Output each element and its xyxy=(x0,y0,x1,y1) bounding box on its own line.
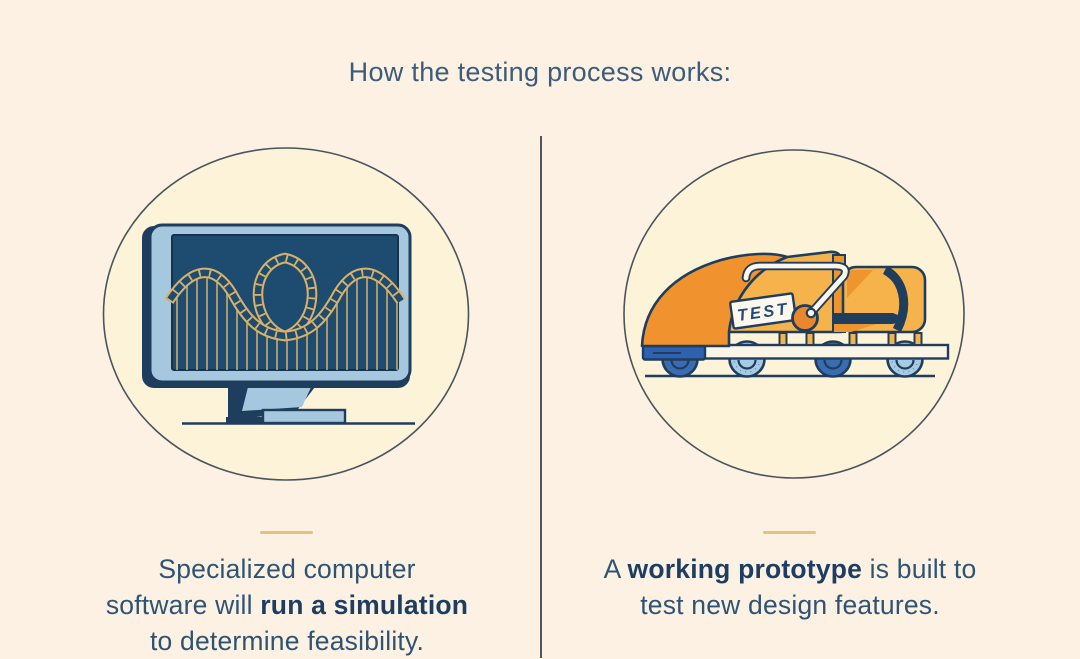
monitor-stand-base xyxy=(261,408,347,425)
chassis-platform xyxy=(701,343,950,360)
caption-accent-divider xyxy=(763,531,816,534)
restraint-bar xyxy=(833,313,893,324)
rear-band xyxy=(882,265,909,333)
prototype-car-illustration: TEST xyxy=(623,149,965,479)
test-sign: TEST xyxy=(729,292,798,330)
monitor-stand xyxy=(226,383,347,425)
car-nose xyxy=(640,252,789,348)
page-title: How the testing process works: xyxy=(348,57,732,87)
column-divider xyxy=(540,136,542,658)
roller-coaster-track xyxy=(169,235,401,370)
handle-bar xyxy=(741,261,850,318)
simulation-monitor-illustration xyxy=(102,147,470,481)
caption-accent-divider xyxy=(260,531,313,534)
